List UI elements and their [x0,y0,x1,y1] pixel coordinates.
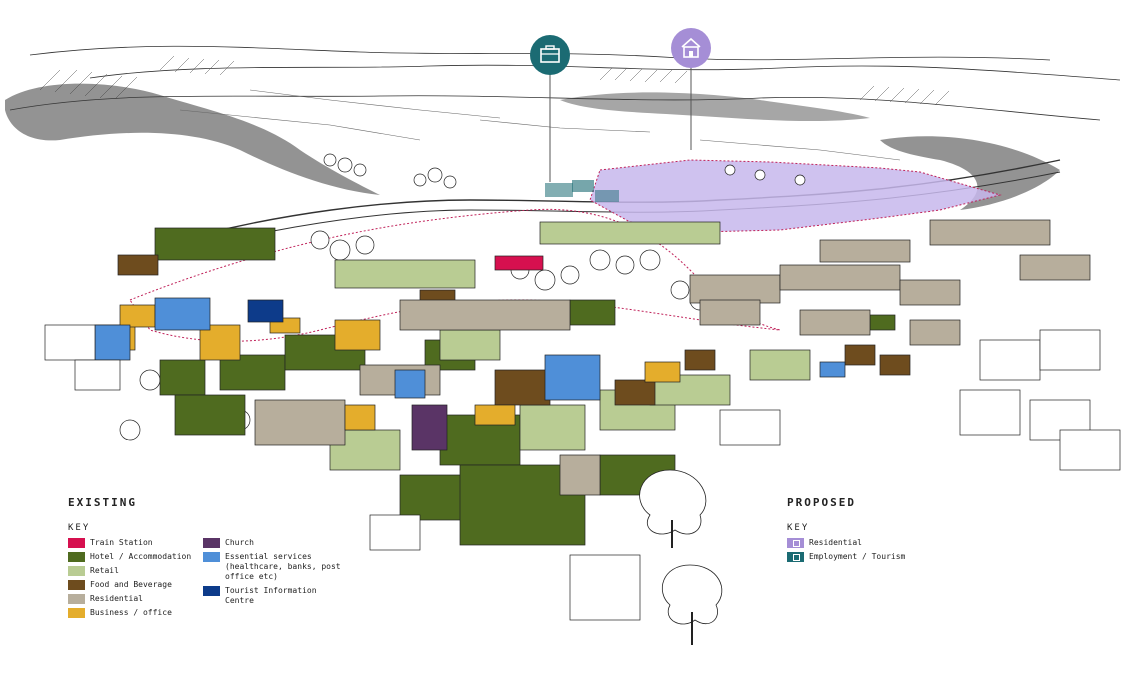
legend-item: Hotel / Accommodation [68,552,191,562]
legend-label: Essential services (healthcare, banks, p… [225,552,341,581]
legend-swatch [68,552,85,562]
proposed-legend-title: PROPOSED [787,496,856,509]
buildings [94,219,1091,546]
legend-item: Train Station [68,538,191,548]
legend-label: Retail [90,566,119,575]
employment-tourism-pin[interactable] [530,35,570,75]
legend-label: Employment / Tourism [809,552,906,561]
legend-swatch [68,566,85,576]
legend-swatch [68,594,85,604]
background-hills [9,45,1121,121]
existing-key-label: KEY [68,523,91,533]
legend-swatch [203,586,220,596]
proposed-residential-area [589,159,1002,233]
legend-label: Business / office [90,608,172,617]
legend-item: Retail [68,566,191,576]
briefcase-icon [787,552,804,562]
house-icon [787,538,804,548]
field-lines [179,89,901,161]
legend-label: Residential [90,594,143,603]
legend-swatch [203,552,220,562]
legend-label: Tourist Information Centre [225,586,317,605]
legend-item: Tourist Information Centre [203,586,343,606]
forest-right [880,136,1060,210]
legend-item: Essential services (healthcare, banks, p… [203,552,343,582]
legend-swatch [68,580,85,590]
existing-legend-title: EXISTING [68,496,137,509]
legend-label: Hotel / Accommodation [90,552,192,561]
legend-swatch [68,538,85,548]
legend-item: Food and Beverage [68,580,191,590]
legend-item: Business / office [68,608,191,618]
hill-hatching [39,55,950,106]
forest-mid [560,92,870,122]
legend-item: Residential [787,538,905,548]
legend-item: Church [203,538,343,548]
legend-label: Food and Beverage [90,580,172,589]
legend-swatch [68,608,85,618]
legend-label: Church [225,538,254,547]
legend-swatch [203,538,220,548]
legend-item: Residential [68,594,191,604]
legend-label: Train Station [90,538,153,547]
proposed-key-label: KEY [787,523,810,533]
house-icon [681,37,701,58]
outline-buildings [44,324,1121,621]
briefcase-icon [540,45,560,63]
residential-pin[interactable] [671,28,711,68]
legend-item: Employment / Tourism [787,552,905,562]
proposed-employment-buildings [545,180,619,202]
legend-label: Residential [809,538,862,547]
foreground-trees [639,469,723,645]
forest-left [5,83,380,195]
